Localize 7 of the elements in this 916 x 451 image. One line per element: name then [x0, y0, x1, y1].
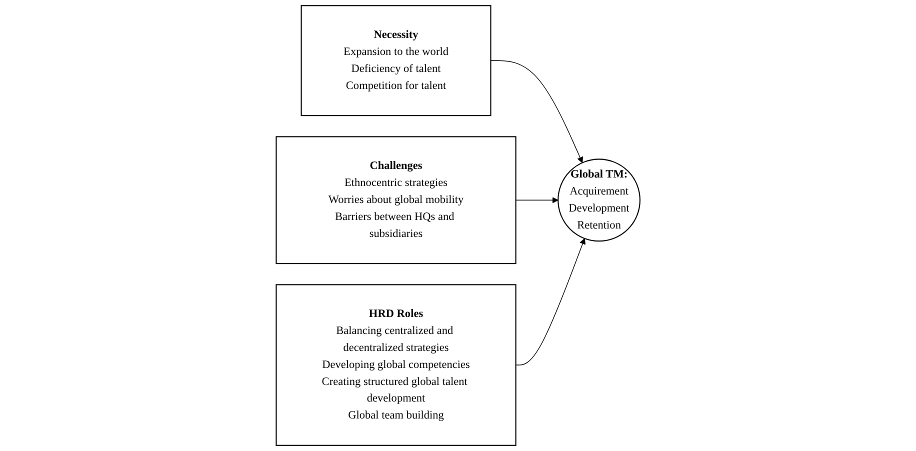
node-box: Challenges Ethnocentric strategies Worries about global mobility Barriers between HQs and subsidiaries	[276, 136, 516, 264]
arrow	[515, 238, 586, 366]
node-box: Necessity Expansion to the world Deficiency of talent Competition for talent	[300, 5, 492, 116]
arrow	[515, 197, 558, 204]
node-box: HRD Roles Balancing centralized and decentralized strategies Developing global competencies Creating structured global talent development Global team building	[276, 284, 516, 446]
arrow	[490, 60, 583, 163]
node-circle: Global TM: Acquirement Development Retention	[557, 158, 640, 242]
